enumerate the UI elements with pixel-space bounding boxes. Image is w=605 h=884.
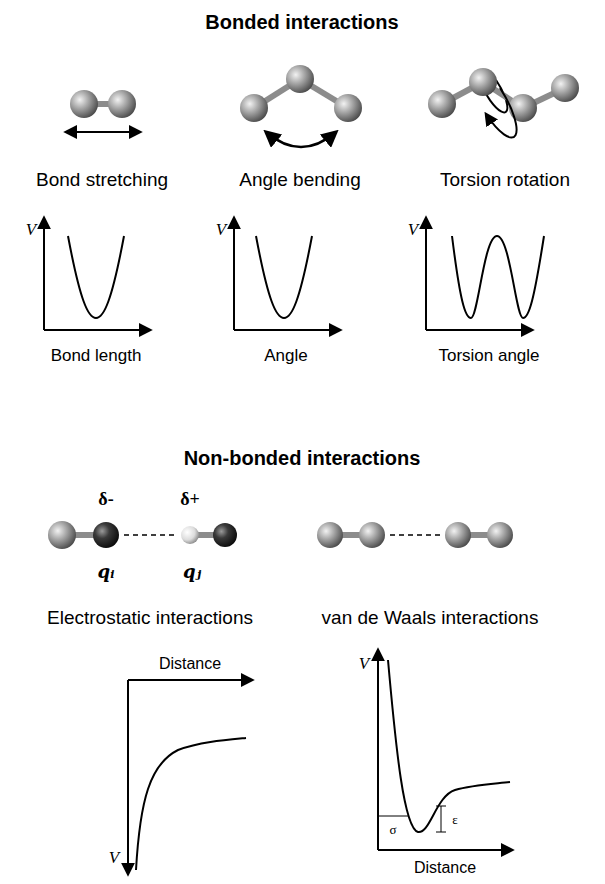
interaction-name: Angle bending (239, 170, 361, 191)
axis-label: V (359, 655, 369, 674)
angle-bend-molecule (240, 65, 362, 147)
torsion-potential-graph (426, 218, 544, 330)
partial-charge: δ- (98, 490, 113, 510)
electrostatic-molecules (48, 521, 237, 549)
interaction-name: Electrostatic interactions (47, 608, 253, 629)
axis-label: V (109, 849, 119, 868)
axis-label: Torsion angle (438, 347, 539, 366)
bond-potential-graph (44, 218, 150, 330)
parameter-symbol: ε (452, 813, 457, 827)
axis-label: Distance (159, 655, 221, 673)
section-heading: Bonded interactions (205, 11, 398, 33)
lennard-jones-graph (378, 650, 512, 850)
partial-charge: δ+ (180, 490, 200, 510)
coulomb-graph (128, 680, 252, 874)
interaction-name: van de Waals interactions (322, 608, 539, 629)
charge-symbol: qᵢ (98, 562, 115, 582)
axis-label: V (408, 221, 418, 240)
axis-label: V (216, 221, 226, 240)
torsion-molecule (428, 68, 579, 138)
vdw-molecules (317, 522, 513, 548)
axis-label: Distance (414, 859, 476, 877)
axis-label: Bond length (51, 347, 142, 366)
angle-potential-graph (234, 218, 340, 330)
charge-symbol: qⱼ (183, 562, 201, 582)
bond-stretch-molecule (66, 90, 140, 132)
axis-label: V (26, 221, 36, 240)
axis-label: Angle (264, 347, 307, 366)
interaction-name: Bond stretching (36, 170, 168, 191)
interaction-name: Torsion rotation (440, 170, 570, 191)
section-heading: Non-bonded interactions (184, 447, 421, 469)
parameter-symbol: σ (389, 823, 396, 837)
